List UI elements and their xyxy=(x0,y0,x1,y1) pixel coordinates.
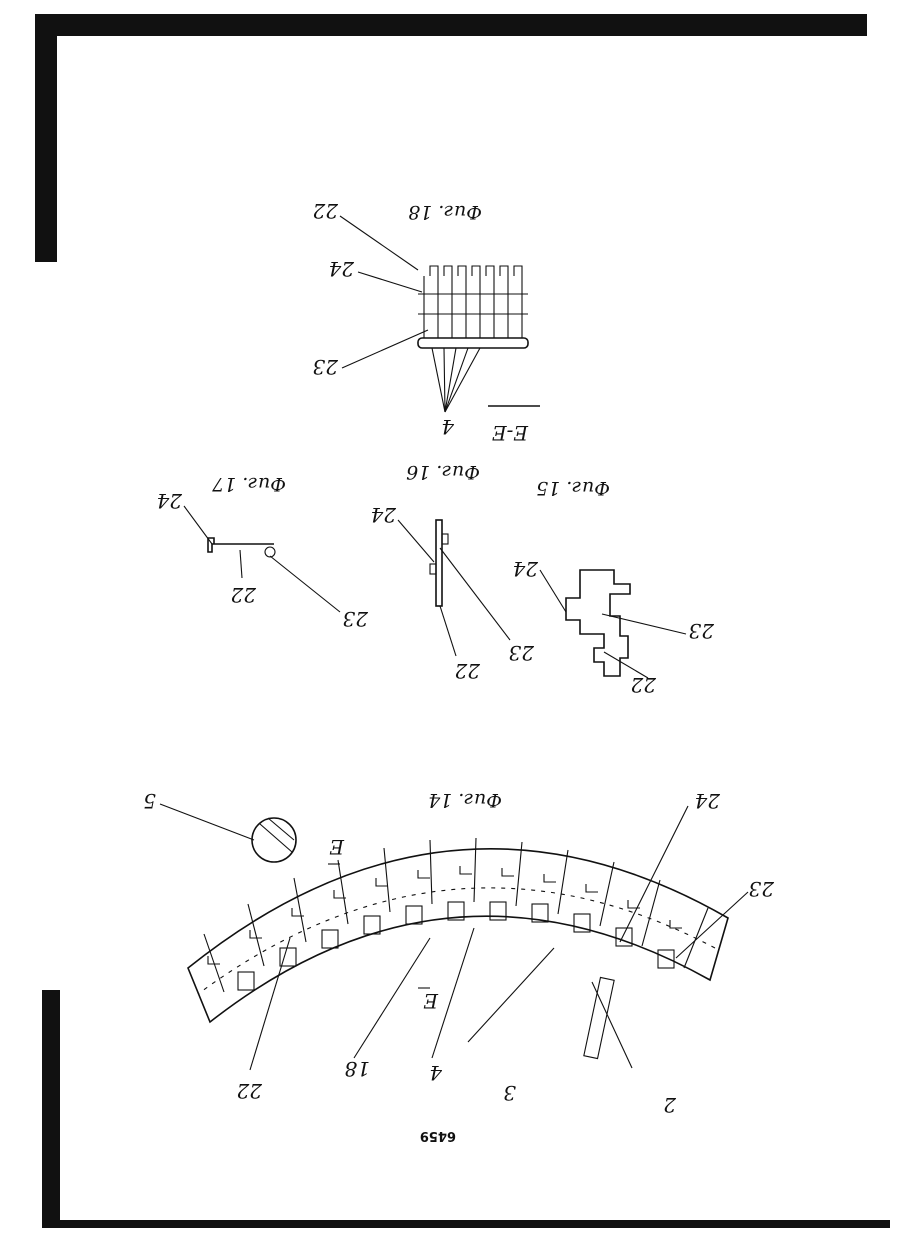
fig14-label-3: 3 xyxy=(503,1081,516,1105)
fig14-section-mark-lower: Е xyxy=(423,989,439,1013)
figure-18: Е-Е 4 23 24 22 Фиг. 18 xyxy=(313,199,540,445)
page-number: 6459 xyxy=(420,1128,456,1143)
fig14-label-22: 22 xyxy=(237,1079,263,1103)
fig18-section-title: Е-Е xyxy=(492,421,529,445)
figure-16: 24 23 22 Фиг. 16 xyxy=(371,461,535,683)
fig16-label-22: 22 xyxy=(455,659,481,683)
sheet-frame xyxy=(35,14,890,1228)
fig14-label-5: 5 xyxy=(143,789,156,813)
fig18-label-22: 22 xyxy=(313,199,339,223)
fig17-label-24: 24 xyxy=(157,489,183,513)
figure-14: Е Е 5 24 23 18 4 3 22 2 Фиг. 14 xyxy=(143,789,775,1117)
fig15-label-23: 23 xyxy=(689,619,715,643)
fig14-label-23: 23 xyxy=(749,877,775,901)
fig18-caption: Фиг. 18 xyxy=(408,201,482,223)
fig18-label-4: 4 xyxy=(441,415,455,439)
fig15-label-24: 24 xyxy=(513,557,539,581)
fig18-label-23: 23 xyxy=(313,355,339,379)
fig17-label-23: 23 xyxy=(343,607,369,631)
fig15-caption: Фиг. 15 xyxy=(536,477,610,499)
figure-15: 24 23 22 Фиг. 15 xyxy=(513,477,715,697)
fig14-roller xyxy=(252,818,296,862)
fig16-caption: Фиг. 16 xyxy=(406,461,480,483)
fig16-label-24: 24 xyxy=(371,503,397,527)
fig14-label-4: 4 xyxy=(429,1061,443,1085)
fig14-label-2: 2 xyxy=(663,1093,677,1117)
fig14-section-mark-upper: Е xyxy=(329,835,345,859)
fig18-label-24: 24 xyxy=(329,257,355,281)
fig14-label-24: 24 xyxy=(695,789,721,813)
fig14-label-18: 18 xyxy=(345,1057,370,1081)
fig17-caption: Фиг. 17 xyxy=(211,473,286,495)
fig16-label-23: 23 xyxy=(509,641,535,665)
figure-17: 24 22 23 Фиг. 17 xyxy=(157,473,369,631)
fig14-caption: Фиг. 14 xyxy=(428,789,502,811)
fig15-label-22: 22 xyxy=(631,673,657,697)
fig14-teeth xyxy=(208,866,682,990)
fig17-label-22: 22 xyxy=(231,583,257,607)
